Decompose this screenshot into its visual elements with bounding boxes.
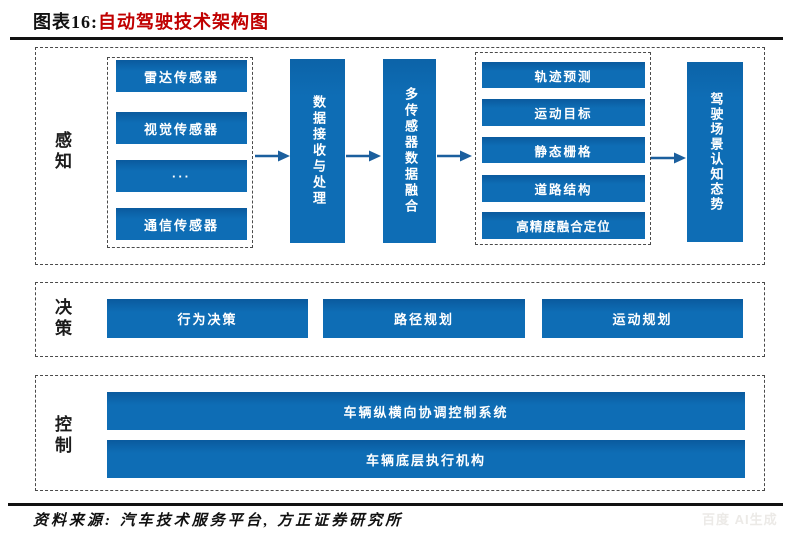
output-moving-target: 运动目标	[482, 99, 645, 126]
sensor-fusion-box: 多传感器数据融合	[383, 59, 436, 243]
output-trajectory-prediction: 轨迹预测	[482, 62, 645, 88]
arrow-right-icon	[651, 152, 686, 164]
output-road-structure: 道路结构	[482, 175, 645, 202]
sensor-vision: 视觉传感器	[116, 112, 247, 144]
control-actuators: 车辆底层执行机构	[107, 440, 745, 478]
sensor-radar: 雷达传感器	[116, 60, 247, 92]
sensor-communication: 通信传感器	[116, 208, 247, 240]
top-divider	[10, 37, 783, 40]
fusion-outputs-box	[475, 52, 651, 245]
source-note: 资料来源: 汽车技术服务平台, 方正证券研究所	[33, 513, 404, 529]
control-label: 控制	[52, 415, 71, 457]
figure-title: 图表16:自动驾驶技术架构图	[33, 8, 269, 34]
decision-section-box	[35, 282, 765, 357]
data-processing-box: 数据接收与处理	[290, 59, 345, 243]
decision-motion-planning: 运动规划	[542, 299, 743, 338]
sensor-ellipsis: ···	[116, 160, 247, 192]
output-static-grid: 静态栅格	[482, 137, 645, 163]
decision-behavior: 行为决策	[107, 299, 308, 338]
watermark: 百度 AI生成	[702, 512, 778, 527]
decision-path-planning: 路径规划	[323, 299, 525, 338]
decision-label: 决策	[52, 298, 71, 340]
bottom-divider	[8, 503, 783, 506]
control-section-box	[35, 375, 765, 491]
driving-scene-cognition-box: 驾驶场景认知态势	[687, 62, 743, 242]
perception-label: 感知	[52, 131, 71, 173]
control-coordination-system: 车辆纵横向协调控制系统	[107, 392, 745, 430]
sensor-group-box	[107, 57, 253, 248]
output-hp-fusion-positioning: 高精度融合定位	[482, 212, 645, 239]
figure-number: 图表16:	[33, 12, 98, 32]
perception-section-box	[35, 47, 765, 265]
arrow-right-icon	[346, 150, 381, 162]
arrow-right-icon	[255, 150, 290, 162]
arrow-right-icon	[437, 150, 472, 162]
figure-title-text: 自动驾驶技术架构图	[98, 12, 269, 32]
